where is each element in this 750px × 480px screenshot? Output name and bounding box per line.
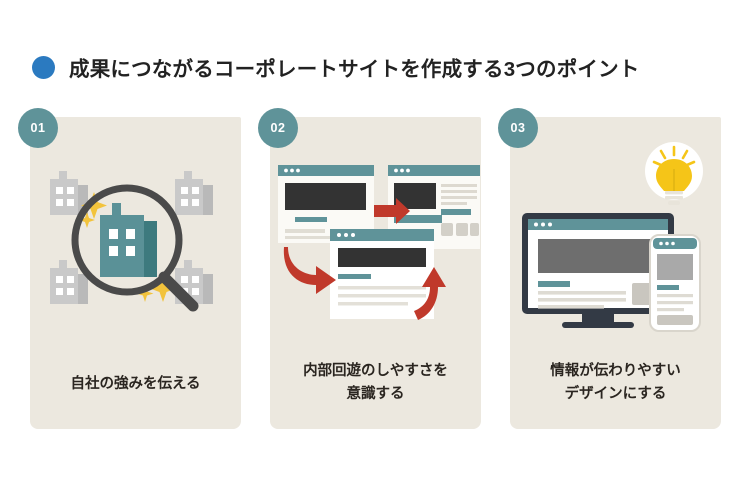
point-card-02[interactable]: 02 [258, 108, 481, 429]
magnifier-over-buildings-illustration [30, 135, 241, 350]
browser-windows-with-arrows-illustration [270, 135, 481, 350]
card-number-badge: 03 [498, 108, 538, 148]
points-card-list: 01 [18, 108, 721, 429]
point-card-03[interactable]: 03 [498, 108, 721, 429]
card-label: 情報が伝わりやすい デザインにする [550, 363, 681, 402]
page-title-text: 成果につながるコーポレートサイトを作成する3つのポイント [69, 58, 640, 81]
card-number-badge: 02 [258, 108, 298, 148]
card-label: 自社の強みを伝える [70, 375, 201, 392]
card-number-badge: 01 [18, 108, 58, 148]
desktop-and-mobile-with-lightbulb-illustration [510, 135, 721, 350]
page-title: 成果につながるコーポレートサイトを作成する3つのポイント [32, 52, 640, 82]
bullet-dot-icon [32, 55, 55, 79]
card-label: 内部回遊のしやすさを 意識する [303, 363, 448, 402]
point-card-01[interactable]: 01 [18, 108, 241, 429]
